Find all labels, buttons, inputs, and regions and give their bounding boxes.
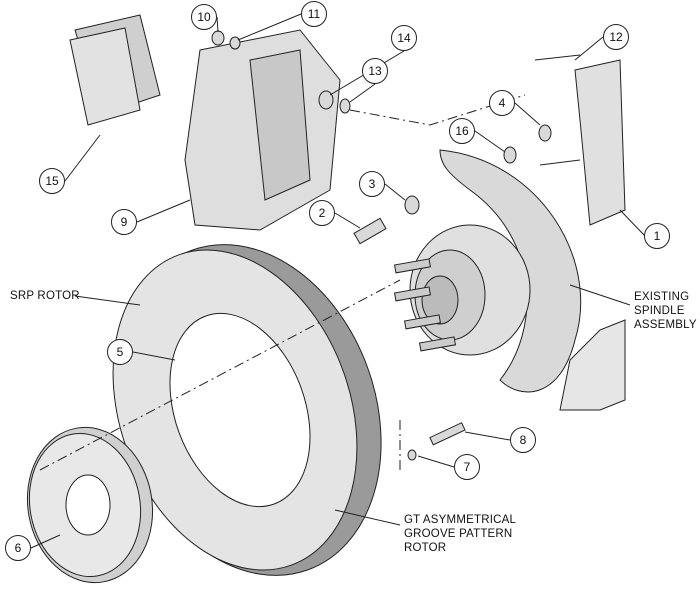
washer-3 <box>404 195 420 215</box>
callout-6: 6 <box>5 535 31 561</box>
wheel-studs <box>393 258 457 352</box>
nut-10 <box>211 30 225 46</box>
callout-13: 13 <box>362 58 388 84</box>
label-line: GT ASYMMETRICAL <box>404 514 517 526</box>
spindle-body <box>559 319 626 411</box>
washer-13 <box>339 98 351 114</box>
callout-12: 12 <box>603 24 629 50</box>
callout-1: 1 <box>644 223 670 249</box>
callout-3: 3 <box>359 171 385 197</box>
label-line: GROOVE PATTERN <box>404 528 513 540</box>
washer-7 <box>407 449 417 461</box>
callout-14: 14 <box>391 25 417 51</box>
washer-4 <box>538 124 552 142</box>
callout-15: 15 <box>39 168 65 194</box>
washer-11 <box>229 36 241 50</box>
bolt-12 <box>534 54 581 61</box>
callout-16: 16 <box>449 118 475 144</box>
callout-7: 7 <box>454 454 480 480</box>
callout-10: 10 <box>191 4 217 30</box>
bolt-2 <box>353 217 387 245</box>
callout-11: 11 <box>301 1 327 27</box>
spacer-14 <box>318 90 334 110</box>
label-line: ROTOR <box>404 542 447 554</box>
label-existing-spindle: EXISTING SPINDLE ASSEMBLY <box>634 290 697 332</box>
label-gt-rotor: GT ASYMMETRICAL GROOVE PATTERN ROTOR <box>404 513 516 555</box>
label-srp-rotor: SRP ROTOR <box>10 290 80 302</box>
callout-9: 9 <box>111 209 137 235</box>
rotor <box>112 244 382 576</box>
spindle-backing-plate <box>439 149 582 393</box>
bolt-8 <box>429 422 466 446</box>
label-line: SPINDLE <box>634 305 685 317</box>
washer-16 <box>503 146 517 164</box>
callout-5: 5 <box>107 339 133 365</box>
rotor-hat <box>26 426 154 584</box>
caliper-bracket <box>574 59 626 226</box>
callout-4: 4 <box>489 90 515 116</box>
callout-8: 8 <box>510 427 536 453</box>
leader-lines <box>30 13 646 549</box>
label-line: ASSEMBLY <box>634 319 697 331</box>
label-line: EXISTING <box>634 291 690 303</box>
callout-2: 2 <box>309 200 335 226</box>
